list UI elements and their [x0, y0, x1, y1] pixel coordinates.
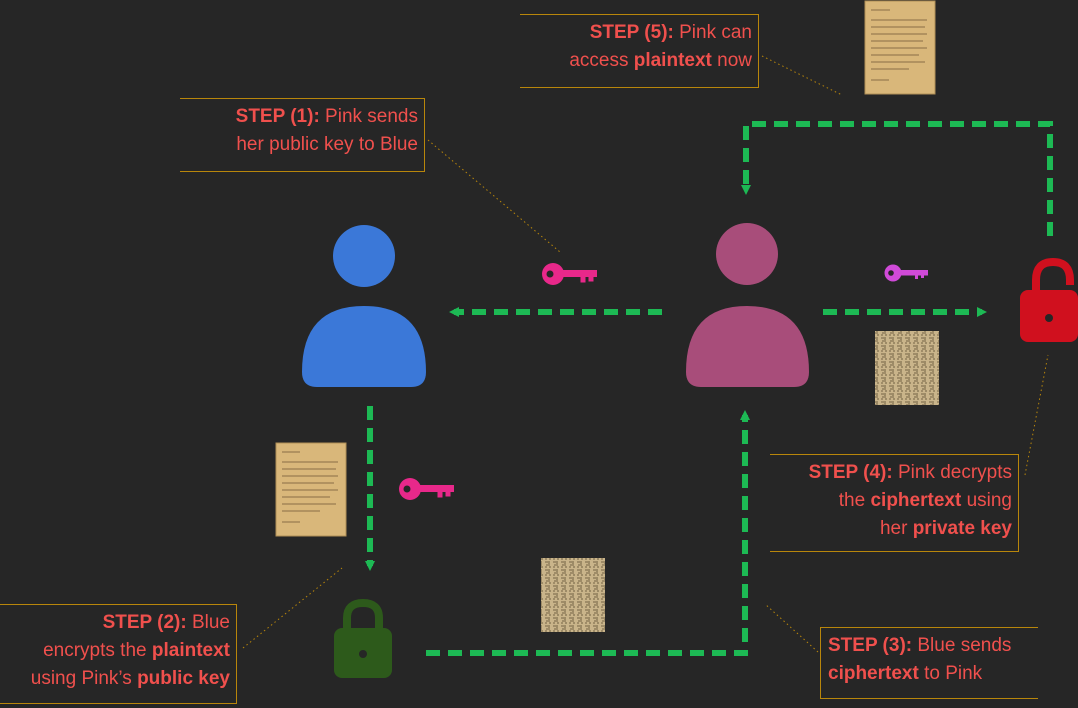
step-1-text-a: Pink sends [319, 106, 418, 127]
flow-arrows [365, 121, 1053, 656]
step-3-line-1-text: Blue sends [912, 635, 1012, 656]
step-2-line-2-b: plaintext [151, 640, 230, 661]
step-1-label: STEP (1): [235, 106, 320, 127]
user-pink-icon [686, 223, 809, 387]
user-blue-icon [302, 225, 426, 387]
step-4-line-2-a: the [838, 490, 871, 511]
step-2-line-3-b: public key [137, 668, 230, 689]
step-5-line-2: access plaintext now [520, 47, 752, 75]
step-5-line-2-a: access [569, 50, 634, 71]
ciphertext-paper-icon-2 [875, 331, 939, 405]
step-3-label: STEP (3): [828, 635, 913, 656]
key-magenta-icon [884, 264, 928, 282]
step-4-line-2: the ciphertext using [770, 487, 1012, 515]
step-3-line-2-b: to Pink [918, 663, 983, 684]
step-2-callout: STEP (2): Blue encrypts the plaintext us… [0, 604, 237, 704]
step-1-line-1: STEP (1): Pink sends [180, 103, 418, 131]
step-4-line-1: STEP (4): Pink decrypts [770, 459, 1012, 487]
step-5-callout: STEP (5): Pink can access plaintext now [520, 14, 759, 88]
step-2-line-2: encrypts the plaintext [0, 637, 230, 665]
plaintext-letter-icon [275, 442, 347, 537]
key-pink-icon [542, 263, 597, 285]
step-3-line-2-a: ciphertext [828, 663, 919, 684]
step-3-callout: STEP (3): Blue sends ciphertext to Pink [820, 627, 1038, 699]
lock-closed-green-icon [334, 598, 392, 678]
step-5-line-2-b: plaintext [633, 50, 712, 71]
step-5-line-1-text: Pink can [673, 22, 752, 43]
arrow-open-lock-to-pink [741, 121, 1053, 236]
ciphertext-paper-icon [541, 558, 605, 632]
step-3-line-2: ciphertext to Pink [828, 660, 1038, 688]
step-4-line-3-b: private key [912, 518, 1012, 539]
step-1-text-b: her public key to Blue [236, 134, 418, 155]
plaintext-letter-icon-2 [864, 0, 936, 95]
lock-open-red-icon [1020, 257, 1078, 342]
step-2-line-1: STEP (2): Blue [0, 609, 230, 637]
arrow-lock-to-pink [426, 410, 750, 656]
step-4-line-2-b: ciphertext [870, 490, 962, 511]
step-4-line-3: her private key [770, 515, 1012, 543]
step-5-line-1: STEP (5): Pink can [520, 19, 752, 47]
step-4-line-2-c: using [961, 490, 1012, 511]
step-2-line-3-a: using Pink’s [30, 668, 138, 689]
step-2-line-1-text: Blue [186, 612, 230, 633]
step-1-callout: STEP (1): Pink sends her public key to B… [180, 98, 425, 172]
step-3-line-1: STEP (3): Blue sends [828, 632, 1038, 660]
step-2-line-2-a: encrypts the [43, 640, 152, 661]
step-2-line-3: using Pink’s public key [0, 665, 230, 693]
step-5-line-2-c: now [711, 50, 752, 71]
key-pink-icon-2 [399, 478, 454, 500]
step-5-label: STEP (5): [589, 22, 674, 43]
step-4-line-3-a: her [879, 518, 913, 539]
step-4-line-1-text: Pink decrypts [892, 462, 1012, 483]
step-2-label: STEP (2): [102, 612, 187, 633]
step-4-callout: STEP (4): Pink decrypts the ciphertext u… [770, 454, 1019, 552]
step-4-label: STEP (4): [808, 462, 893, 483]
leader-lines [242, 55, 1049, 653]
